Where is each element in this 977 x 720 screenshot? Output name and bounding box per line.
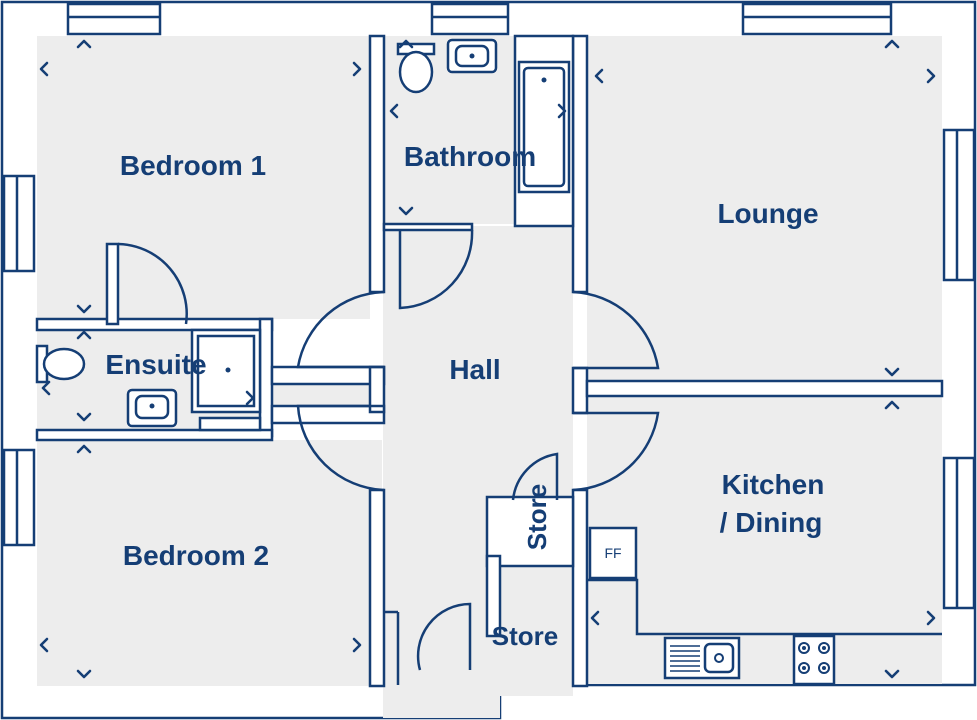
room-label-kitchen-line2: / Dining bbox=[720, 507, 823, 538]
fridge-freezer-icon bbox=[588, 526, 638, 580]
store-entry-floor bbox=[500, 566, 573, 685]
chevron-left-icon bbox=[389, 103, 399, 119]
fixtures bbox=[35, 38, 942, 686]
room-labels: Bedroom 1 Bathroom Lounge Ensuite Hall K… bbox=[105, 141, 824, 651]
wall-bed2-hall bbox=[368, 488, 386, 688]
chevron-right-icon bbox=[245, 390, 255, 406]
window-bedroom2-side bbox=[2, 448, 36, 547]
bedroom2-floor bbox=[37, 440, 382, 686]
hall-doors bbox=[117, 229, 660, 685]
window-bedroom1 bbox=[66, 2, 162, 36]
chevron-up-icon bbox=[884, 400, 900, 410]
kitchen-worktop bbox=[587, 578, 942, 636]
chevron-down-icon bbox=[76, 412, 92, 422]
chevron-left-icon bbox=[39, 61, 49, 77]
chevron-up-icon bbox=[76, 444, 92, 454]
lounge-floor bbox=[587, 36, 942, 381]
door-swing-ensuite bbox=[117, 242, 188, 325]
chevron-left-icon bbox=[590, 610, 600, 626]
chevron-left-icon bbox=[39, 637, 49, 653]
chevron-up-icon bbox=[398, 39, 414, 49]
wall-ensuite-door-jamb bbox=[105, 242, 120, 326]
door-swing-store-small bbox=[511, 452, 559, 501]
chevron-right-icon bbox=[926, 68, 936, 84]
dimension-markers bbox=[39, 39, 936, 679]
ensuite-shelf bbox=[198, 416, 262, 432]
door-swing-store-entry bbox=[416, 602, 472, 671]
room-label-bedroom1: Bedroom 1 bbox=[120, 150, 266, 181]
window-lounge bbox=[741, 2, 893, 36]
wall-bath-bottom bbox=[382, 222, 474, 232]
chevron-up-icon bbox=[884, 39, 900, 49]
wall-ensuite-right bbox=[258, 317, 274, 438]
room-label-lounge: Lounge bbox=[717, 198, 818, 229]
window-lounge-side bbox=[942, 128, 976, 282]
wall-link-bottom bbox=[270, 404, 386, 425]
fridge-freezer-label: FF bbox=[604, 545, 621, 561]
room-label-bathroom: Bathroom bbox=[404, 141, 536, 172]
chevron-down-icon bbox=[76, 669, 92, 679]
ensuite-toilet-icon bbox=[42, 347, 86, 381]
wall-store-entry-left bbox=[485, 554, 502, 638]
room-label-bedroom2: Bedroom 2 bbox=[123, 540, 269, 571]
wall-ensuite-bottom bbox=[35, 428, 274, 442]
door-swing-lounge bbox=[572, 290, 660, 370]
chevron-down-icon bbox=[398, 206, 414, 216]
door-swing-bathroom bbox=[398, 229, 474, 310]
chevron-right-icon bbox=[352, 61, 362, 77]
chevron-right-icon bbox=[926, 610, 936, 626]
store-small-box bbox=[485, 495, 575, 568]
entrance-floor bbox=[383, 686, 500, 718]
door-swing-bed2 bbox=[296, 404, 385, 492]
wall-lounge-kitchen bbox=[585, 379, 944, 398]
chevron-up-icon bbox=[76, 39, 92, 49]
bedroom1-floor bbox=[37, 36, 370, 319]
wall-bath-lounge bbox=[571, 34, 589, 294]
wall-ensuite-top bbox=[35, 317, 274, 332]
front-door-frame bbox=[385, 610, 400, 685]
bathroom-toilet-icon bbox=[398, 50, 434, 94]
hall-link-floor bbox=[270, 384, 384, 406]
room-label-store-entry: Store bbox=[492, 621, 558, 651]
windows bbox=[2, 2, 976, 610]
chevron-up-icon bbox=[76, 330, 92, 340]
door-swing-bed1 bbox=[296, 290, 385, 369]
wall-hall-kitchen bbox=[571, 488, 589, 688]
chevron-down-icon bbox=[884, 669, 900, 679]
room-label-ensuite: Ensuite bbox=[105, 349, 206, 380]
kitchen-floor bbox=[587, 396, 942, 684]
chevron-right-icon bbox=[557, 103, 567, 119]
wall-hall-right-jamb bbox=[571, 366, 589, 415]
chevron-right-icon bbox=[352, 637, 362, 653]
room-label-store-small: Store bbox=[522, 484, 552, 550]
window-bathroom bbox=[430, 2, 510, 36]
chevron-down-icon bbox=[76, 304, 92, 314]
room-label-hall: Hall bbox=[449, 354, 500, 385]
door-swing-kitchen bbox=[572, 411, 660, 492]
chevron-down-icon bbox=[884, 367, 900, 377]
window-kitchen-side bbox=[942, 456, 976, 610]
room-label-kitchen-line1: Kitchen bbox=[722, 469, 825, 500]
hob-icon bbox=[792, 634, 836, 686]
window-bedroom1-side bbox=[2, 174, 36, 273]
wall-bed1-bath bbox=[368, 34, 386, 294]
wall-link-top bbox=[270, 365, 386, 386]
chevron-left-icon bbox=[594, 68, 604, 84]
chevron-left-icon bbox=[41, 380, 51, 396]
